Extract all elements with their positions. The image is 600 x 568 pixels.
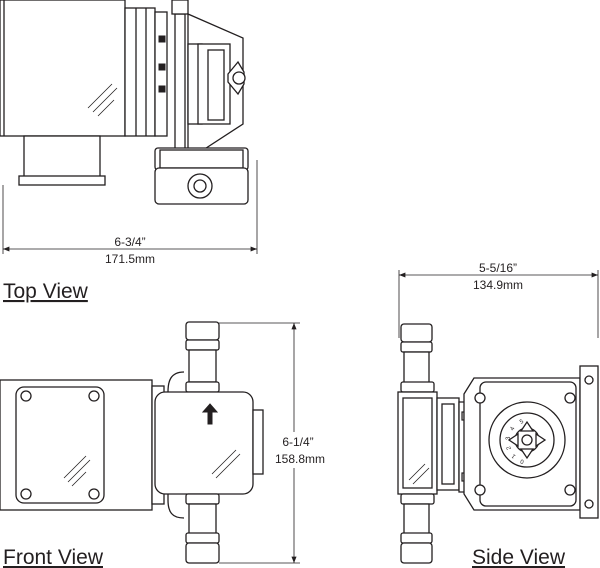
flow-arrow-icon — [201, 403, 219, 425]
side-dim-metric: 134.9mm — [473, 278, 523, 292]
dial-mark-3: 3 — [506, 436, 512, 440]
front-pump-head — [154, 391, 254, 495]
top-motor-cap — [23, 135, 101, 179]
front-view-drawing: 6-1/4” 158.8mm — [0, 321, 332, 564]
front-view-title: Front View — [3, 546, 104, 568]
dial-mark-2: 2 — [506, 445, 513, 451]
dial-mark-5: 5 — [519, 419, 525, 426]
side-dim-fraction: 5-5/16” — [479, 261, 517, 275]
top-motor-body — [0, 0, 126, 137]
front-dim-metric: 158.8mm — [275, 452, 325, 466]
top-dim-metric: 171.5mm — [105, 252, 155, 266]
top-dim-fraction: 6-3/4” — [114, 235, 145, 249]
front-dim-fraction: 6-1/4” — [282, 435, 313, 449]
dial-mark-1: 1 — [510, 452, 517, 459]
top-view-title: Top View — [3, 280, 89, 303]
side-view-title: Side View — [472, 546, 566, 568]
side-view-drawing: 5-5/16” 134.9mm — [397, 261, 599, 564]
dial-mark-4: 4 — [510, 426, 517, 432]
top-view-drawing: 6-3/4” 171.5mm — [0, 0, 258, 266]
dial-mark-0: 0 — [519, 457, 524, 464]
